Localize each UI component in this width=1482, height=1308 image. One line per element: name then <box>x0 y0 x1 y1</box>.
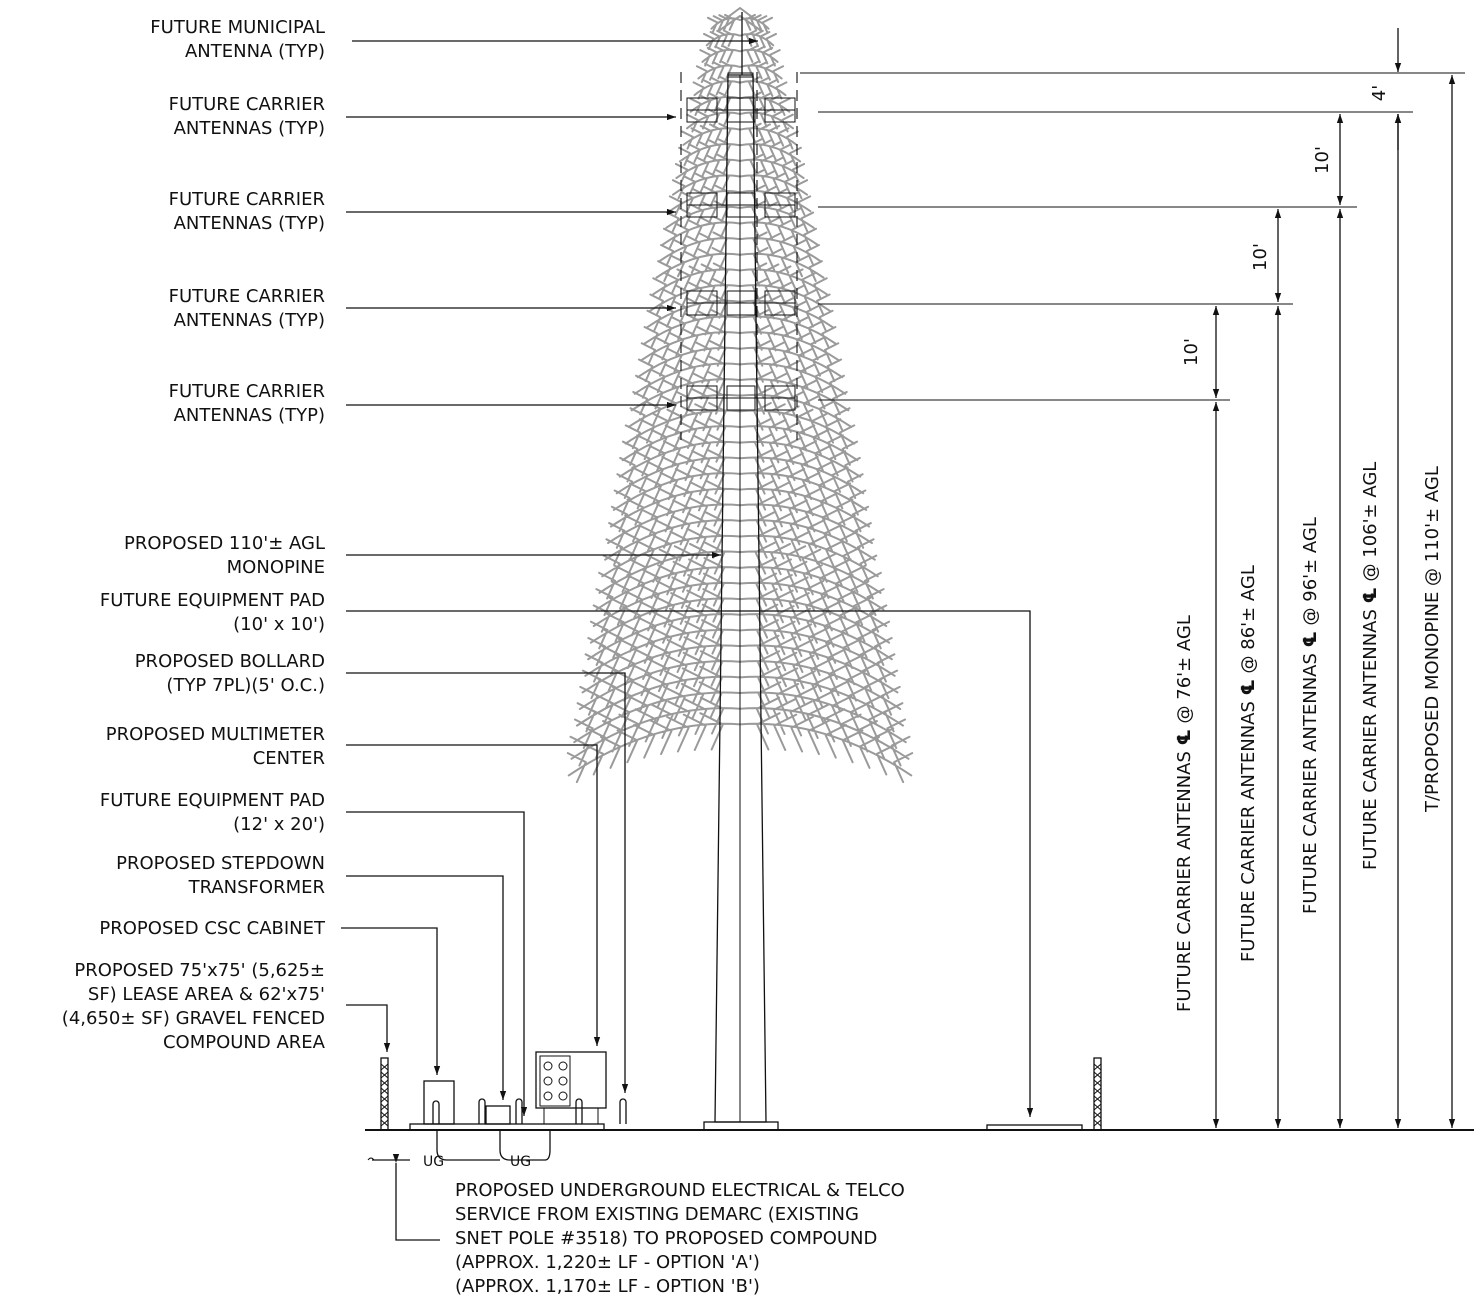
antenna-array <box>686 385 796 411</box>
callout-carrier-antennas-4-line-1: FUTURE CARRIER <box>169 381 325 402</box>
callout-csc-cabinet-leader <box>341 927 441 1075</box>
callout-bollard-line-1: PROPOSED BOLLARD <box>135 651 325 672</box>
antenna-array <box>686 97 796 123</box>
callout-leaders <box>341 37 1034 1117</box>
dimension-label-3: FUTURE CARRIER ANTENNAS ℄ @ 96'± AGL <box>1300 517 1321 914</box>
callout-equipment-pad-12x20-line-1: FUTURE EQUIPMENT PAD <box>100 790 325 811</box>
callout-multimeter-line-1: PROPOSED MULTIMETER <box>106 724 325 745</box>
callout-multimeter-leader <box>346 744 601 1046</box>
callout-carrier-antennas-2-line-2: ANTENNAS (TYP) <box>174 213 325 234</box>
antenna-array <box>686 290 796 316</box>
callout-carrier-antennas-1-line-2: ANTENNAS (TYP) <box>174 118 325 139</box>
callout-carrier-antennas-4-line-2: ANTENNAS (TYP) <box>174 405 325 426</box>
callout-municipal-antenna-line-2: ANTENNA (TYP) <box>185 41 325 62</box>
antenna-array <box>686 192 796 218</box>
callout-equipment-pad-10x10-line-2: (10' x 10') <box>233 614 325 635</box>
antenna-arrays <box>680 72 798 440</box>
dimension-lines: 4' 10' 10' 10' FUTURE CARRIER ANTENNAS ℄ @ 7… <box>800 28 1465 1128</box>
callout-csc-cabinet-line-1: PROPOSED CSC CABINET <box>99 918 326 939</box>
callout-carrier-antennas-1-line-1: FUTURE CARRIER <box>169 94 325 115</box>
callout-stepdown-transformer-leader <box>346 875 507 1100</box>
underground-service-note: PROPOSED UNDERGROUND ELECTRICAL & TELCO S… <box>455 1180 905 1297</box>
dimension-segment-2: 10' <box>1312 146 1333 174</box>
dimension-segment-3: 10' <box>1250 243 1271 271</box>
callout-carrier-antennas-3-line-2: ANTENNAS (TYP) <box>174 310 325 331</box>
underground-note-line-4: (APPROX. 1,220± LF - OPTION 'A') <box>455 1252 760 1273</box>
monopine-pole <box>703 12 779 1131</box>
callout-lease-area-line-2: SF) LEASE AREA & 62'x75' <box>88 984 325 1005</box>
callout-equipment-pad-12x20-leader <box>346 811 528 1116</box>
callout-equipment-pad-10x10-leader <box>346 610 1034 1117</box>
callout-carrier-antennas-3-line-1: FUTURE CARRIER <box>169 286 325 307</box>
callout-equipment-pad-12x20-line-2: (12' x 20') <box>233 814 325 835</box>
stepdown-transformer <box>485 1105 511 1125</box>
dimension-label-4: FUTURE CARRIER ANTENNAS ℄ @ 106'± AGL <box>1360 462 1381 870</box>
callout-lease-area-leader <box>346 1004 391 1052</box>
callout-carrier-antennas-2-line-1: FUTURE CARRIER <box>169 189 325 210</box>
underground-note-line-1: PROPOSED UNDERGROUND ELECTRICAL & TELCO <box>455 1180 905 1201</box>
underground-note-line-2: SERVICE FROM EXISTING DEMARC (EXISTING <box>455 1204 859 1225</box>
callout-lease-area-line-3: (4,650± SF) GRAVEL FENCED <box>62 1008 325 1029</box>
callout-multimeter-line-2: CENTER <box>253 748 325 769</box>
callout-labels: FUTURE MUNICIPAL ANTENNA (TYP) FUTURE CARR… <box>62 17 326 1053</box>
callout-municipal-antenna-line-1: FUTURE MUNICIPAL <box>150 17 325 38</box>
dimension-label-1: FUTURE CARRIER ANTENNAS ℄ @ 76'± AGL <box>1174 615 1195 1012</box>
underground-service: UG UG PROPOSED UNDERGROUND ELECTRICAL & … <box>367 1130 905 1297</box>
ug-label-2: UG <box>510 1154 531 1170</box>
dimension-segment-4: 10' <box>1181 338 1202 366</box>
callout-monopine-line-1: PROPOSED 110'± AGL <box>124 533 325 554</box>
fence-right <box>1093 1057 1102 1131</box>
fence-left <box>380 1057 389 1131</box>
callout-stepdown-transformer-line-2: TRANSFORMER <box>188 877 325 898</box>
callout-equipment-pad-10x10-line-1: FUTURE EQUIPMENT PAD <box>100 590 325 611</box>
multimeter-center <box>535 1051 607 1124</box>
callout-monopine-line-2: MONOPINE <box>227 557 325 578</box>
underground-note-line-5: (APPROX. 1,170± LF - OPTION 'B') <box>455 1276 760 1297</box>
dimension-segment-1: 4' <box>1369 85 1390 101</box>
equipment-pad-10x10 <box>986 1124 1083 1131</box>
underground-note-line-3: SNET POLE #3518) TO PROPOSED COMPOUND <box>455 1228 877 1249</box>
bollards <box>432 1098 627 1124</box>
callout-lease-area-line-4: COMPOUND AREA <box>163 1032 326 1053</box>
equipment-group <box>409 1051 1083 1131</box>
dimension-label-2: FUTURE CARRIER ANTENNAS ℄ @ 86'± AGL <box>1238 565 1259 962</box>
ug-label-1: UG <box>423 1154 444 1170</box>
callout-stepdown-transformer-line-1: PROPOSED STEPDOWN <box>116 853 325 874</box>
callout-lease-area-line-1: PROPOSED 75'x75' (5,625± <box>74 960 325 981</box>
callout-bollard-leader <box>346 672 629 1093</box>
callout-bollard-line-2: (TYP 7PL)(5' O.C.) <box>166 675 325 696</box>
dimension-label-5: T/PROPOSED MONOPINE @ 110'± AGL <box>1422 466 1443 813</box>
